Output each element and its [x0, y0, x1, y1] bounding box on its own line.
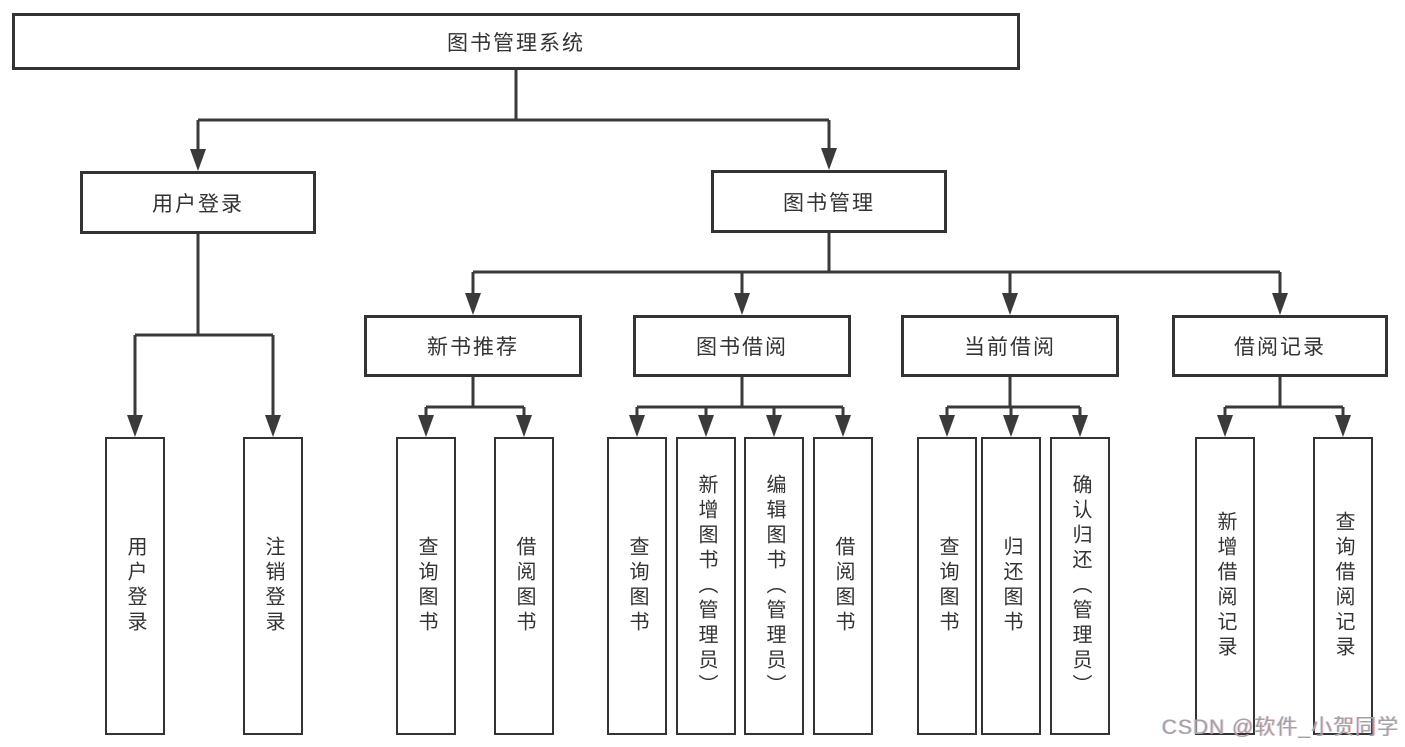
leaf-query-book-recommend-label: 查询图书: [415, 536, 437, 636]
node-book-borrow: 图书借阅: [633, 315, 851, 377]
leaf-user-login: 用户登录: [105, 437, 165, 735]
leaf-add-borrow-record: 新增借阅记录: [1195, 437, 1255, 735]
leaf-add-borrow-record-label: 新增借阅记录: [1214, 511, 1236, 661]
node-user-login: 用户登录: [80, 171, 316, 234]
node-root: 图书管理系统: [12, 13, 1020, 70]
leaf-query-book-current-label: 查询图书: [936, 536, 958, 636]
leaf-logout-label: 注销登录: [262, 536, 284, 636]
leaf-edit-book-admin-label: 编辑图书（管理员）: [763, 473, 785, 699]
node-new-book-recommend: 新书推荐: [364, 315, 582, 377]
node-user-login-label: 用户登录: [152, 192, 244, 216]
leaf-add-book-admin-label: 新增图书（管理员）: [695, 473, 717, 699]
leaf-edit-book-admin: 编辑图书（管理员）: [744, 437, 804, 735]
leaf-query-book-recommend: 查询图书: [396, 437, 456, 735]
leaf-add-book-admin: 新增图书（管理员）: [676, 437, 736, 735]
node-book-borrow-label: 图书借阅: [696, 336, 788, 359]
node-book-management: 图书管理: [711, 170, 947, 233]
node-current-borrow-label: 当前借阅: [964, 336, 1056, 359]
leaf-query-borrow-record: 查询借阅记录: [1313, 437, 1373, 735]
node-book-management-label: 图书管理: [783, 191, 875, 215]
leaf-return-book-label: 归还图书: [1000, 536, 1022, 636]
node-new-book-recommend-label: 新书推荐: [427, 336, 519, 359]
leaf-borrow-book: 借阅图书: [813, 437, 873, 735]
leaf-logout: 注销登录: [243, 437, 303, 735]
node-root-label: 图书管理系统: [447, 31, 585, 55]
node-borrow-record-label: 借阅记录: [1234, 336, 1326, 359]
leaf-confirm-return-admin: 确认归还（管理员）: [1050, 437, 1110, 735]
leaf-borrow-book-recommend: 借阅图书: [494, 437, 554, 735]
arrowhead-icons: [127, 148, 1351, 437]
leaf-borrow-book-label: 借阅图书: [832, 536, 854, 636]
node-current-borrow: 当前借阅: [901, 315, 1119, 377]
node-borrow-record: 借阅记录: [1172, 315, 1388, 377]
leaf-return-book: 归还图书: [981, 437, 1041, 735]
leaf-query-book-current: 查询图书: [917, 437, 977, 735]
leaf-confirm-return-admin-label: 确认归还（管理员）: [1069, 473, 1091, 699]
leaf-query-book-borrow: 查询图书: [607, 437, 667, 735]
leaf-borrow-book-recommend-label: 借阅图书: [513, 536, 535, 636]
csdn-watermark: CSDN @软件_小贺同学: [1161, 716, 1399, 739]
leaf-query-book-borrow-label: 查询图书: [626, 536, 648, 636]
leaf-user-login-label: 用户登录: [124, 536, 146, 636]
leaf-query-borrow-record-label: 查询借阅记录: [1332, 511, 1354, 661]
